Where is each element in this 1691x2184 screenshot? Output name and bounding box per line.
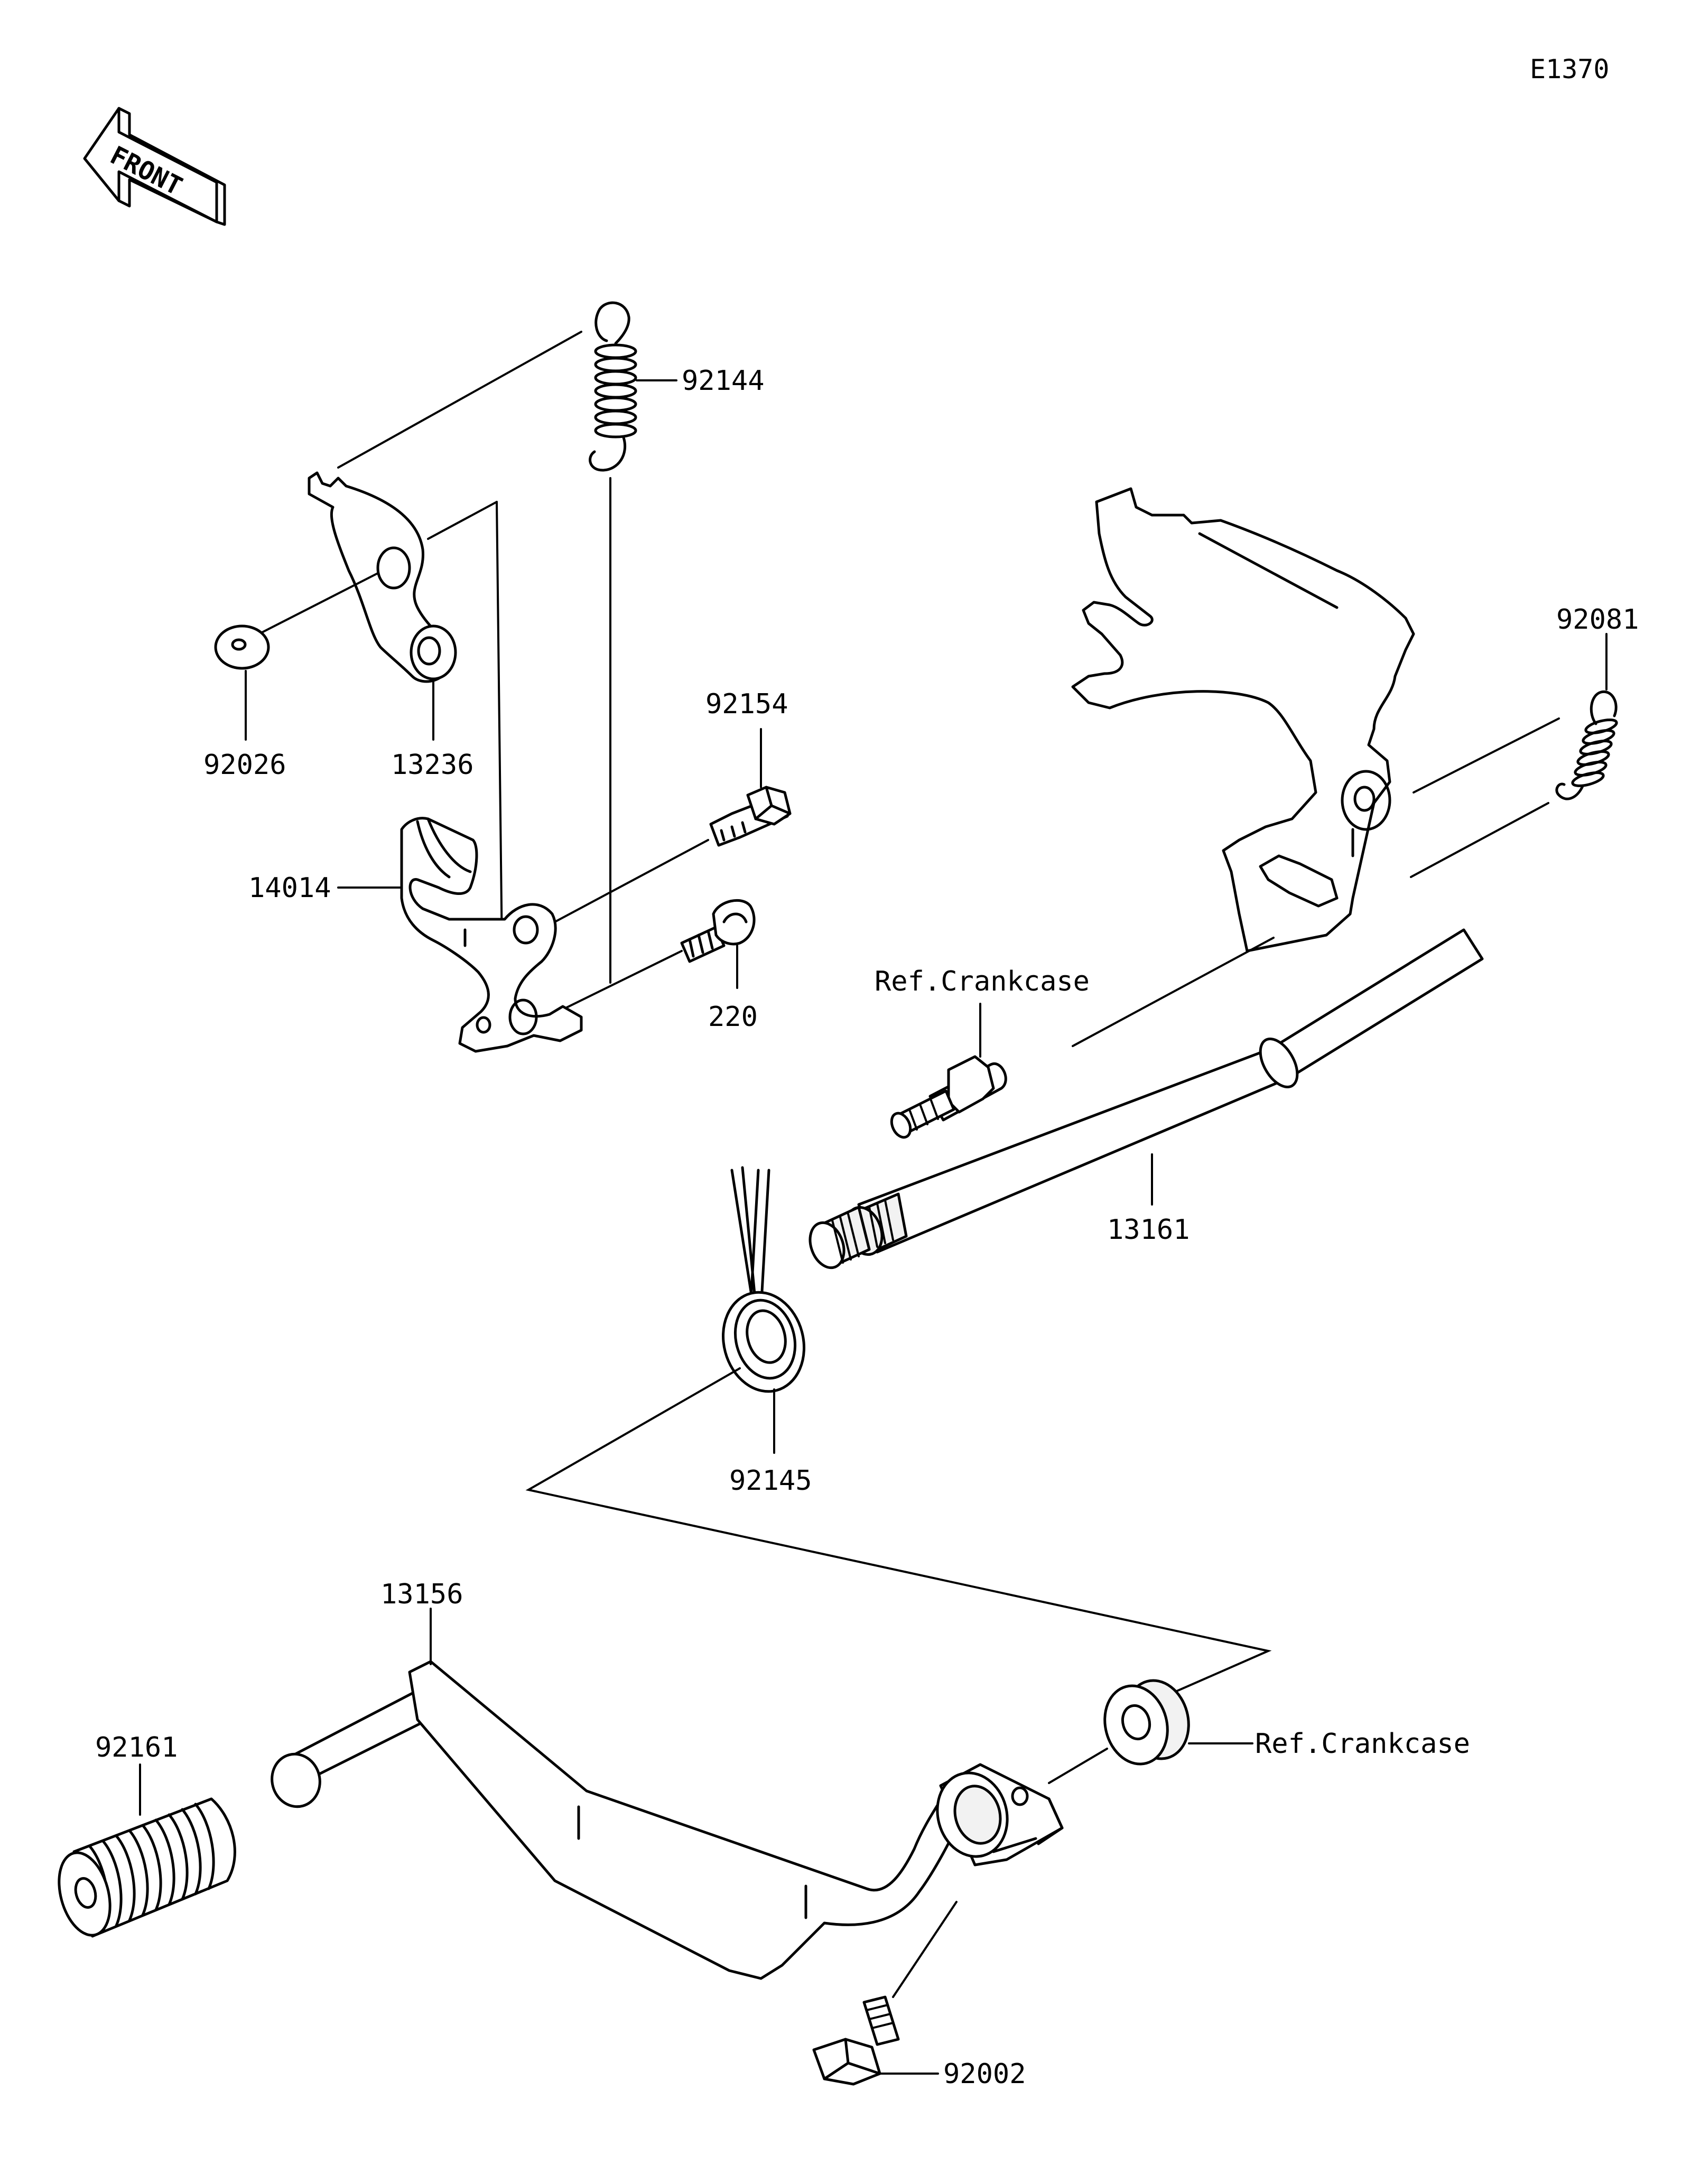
part-14014-label: 14014 — [248, 872, 331, 904]
part-92026-label: 92026 — [203, 749, 286, 781]
guide-line — [1413, 717, 1560, 794]
diagram-code: E1370 — [1530, 54, 1610, 85]
gear-shift-arm — [1071, 487, 1415, 953]
bolt-92154 — [709, 786, 792, 847]
part-92081-label: 92081 — [1556, 604, 1639, 636]
ref-crankcase-bottom-label: Ref.Crankcase — [1255, 1728, 1470, 1760]
part-92145-label: 92145 — [729, 1465, 812, 1497]
bolt-220 — [680, 899, 756, 963]
bolt-92002 — [812, 1995, 900, 2086]
shift-pedal-13156 — [271, 1660, 1064, 1980]
guide-line — [892, 1901, 958, 1998]
guide-line — [525, 1367, 1272, 1718]
guide-line — [258, 572, 379, 635]
ref-crankcase-top-label: Ref.Crankcase — [875, 966, 1090, 997]
spring-92144 — [589, 301, 637, 472]
crankcase-collar — [1103, 1679, 1190, 1766]
pedal-rubber-92161 — [58, 1797, 236, 1938]
shift-shaft-13161 — [809, 928, 1484, 1270]
part-92144-label: 92144 — [682, 365, 765, 397]
part-92154-label: 92154 — [705, 688, 788, 720]
guide-line — [1048, 1748, 1108, 1784]
guide-line — [1072, 937, 1275, 1047]
guide-line — [337, 331, 582, 469]
shift-arm-14014 — [400, 817, 583, 1053]
front-arrow-icon: FRONT — [83, 107, 226, 226]
crankcase-pin — [890, 1055, 1007, 1139]
part-13161-label: 13161 — [1107, 1214, 1190, 1246]
part-13156-label: 13156 — [380, 1579, 463, 1610]
part-13236-label: 13236 — [391, 749, 474, 781]
guide-line — [496, 501, 503, 952]
part-92002-label: 92002 — [943, 2058, 1026, 2090]
guide-line — [1410, 802, 1549, 878]
lever-plate — [308, 471, 457, 683]
guide-line — [554, 839, 709, 923]
washer-92026 — [214, 624, 270, 670]
spring-92081 — [1555, 690, 1618, 800]
part-220-label: 220 — [708, 1001, 758, 1033]
guide-line — [427, 501, 498, 540]
spring-92145 — [721, 1166, 806, 1393]
part-92161-label: 92161 — [95, 1732, 178, 1763]
